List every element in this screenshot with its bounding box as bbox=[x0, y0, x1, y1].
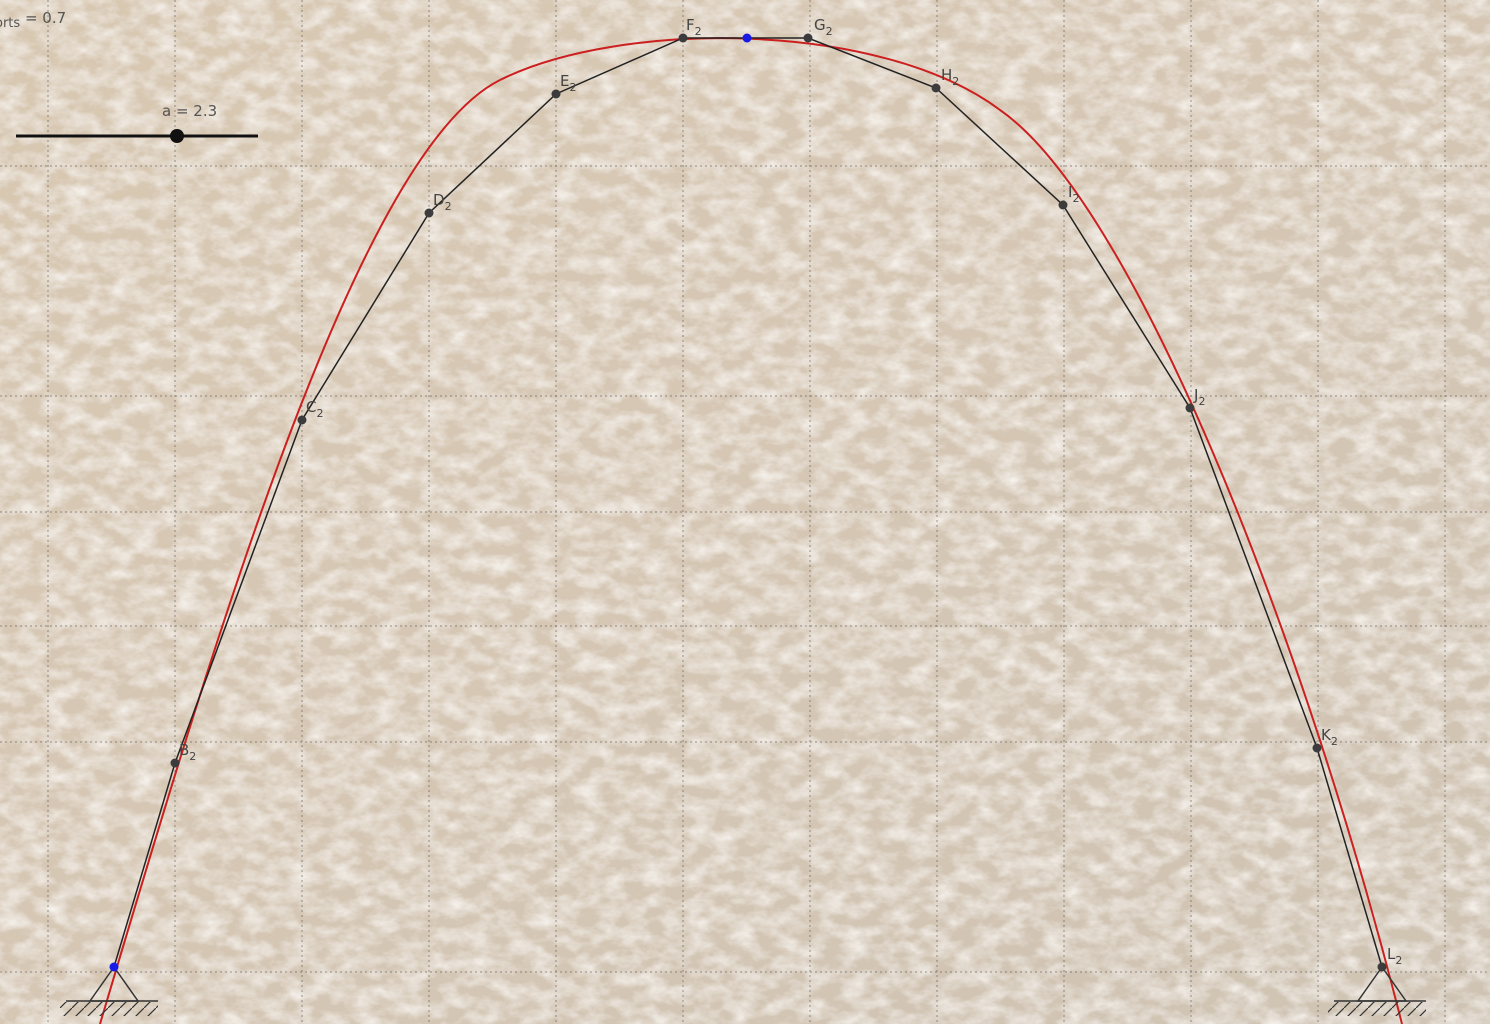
anchor-point-left[interactable] bbox=[109, 962, 119, 972]
label-C2: C2 bbox=[306, 398, 323, 420]
point-L2[interactable] bbox=[1377, 962, 1387, 972]
slider-a[interactable]: a = 2.3 bbox=[16, 102, 258, 143]
right-support bbox=[1328, 965, 1426, 1016]
point-H2[interactable] bbox=[931, 83, 941, 93]
point-K2[interactable] bbox=[1312, 743, 1322, 753]
label-K2: K2 bbox=[1321, 726, 1338, 748]
slider-label: a = 2.3 bbox=[162, 102, 217, 120]
left-support bbox=[60, 965, 158, 1016]
point-G2[interactable] bbox=[803, 33, 813, 43]
label-I2: I2 bbox=[1068, 183, 1079, 205]
point-B2[interactable] bbox=[170, 758, 180, 768]
apex-point[interactable] bbox=[742, 33, 752, 43]
point-I2[interactable] bbox=[1058, 200, 1068, 210]
points-layer bbox=[109, 33, 1387, 972]
label-B2: B2 bbox=[179, 741, 196, 763]
label-J2: J2 bbox=[1193, 386, 1205, 408]
top-left-value-label: orts = 0.7 bbox=[0, 9, 67, 31]
point-C2[interactable] bbox=[297, 415, 307, 425]
point-F2[interactable] bbox=[678, 33, 688, 43]
point-labels: B2 C2 D2 E2 F2 G2 H2 I2 J2 K2 L2 bbox=[179, 16, 1402, 967]
point-D2[interactable] bbox=[424, 208, 434, 218]
label-F2: F2 bbox=[686, 16, 702, 38]
point-J2[interactable] bbox=[1185, 403, 1195, 413]
point-E2[interactable] bbox=[551, 89, 561, 99]
label-H2: H2 bbox=[941, 66, 959, 88]
top-left-label-value: = 0.7 bbox=[24, 9, 67, 27]
label-G2: G2 bbox=[814, 16, 833, 38]
label-E2: E2 bbox=[560, 72, 576, 94]
label-D2: D2 bbox=[433, 191, 452, 213]
label-L2: L2 bbox=[1387, 945, 1402, 967]
top-left-label-fragment: orts bbox=[0, 16, 21, 31]
slider-handle[interactable] bbox=[170, 129, 184, 143]
